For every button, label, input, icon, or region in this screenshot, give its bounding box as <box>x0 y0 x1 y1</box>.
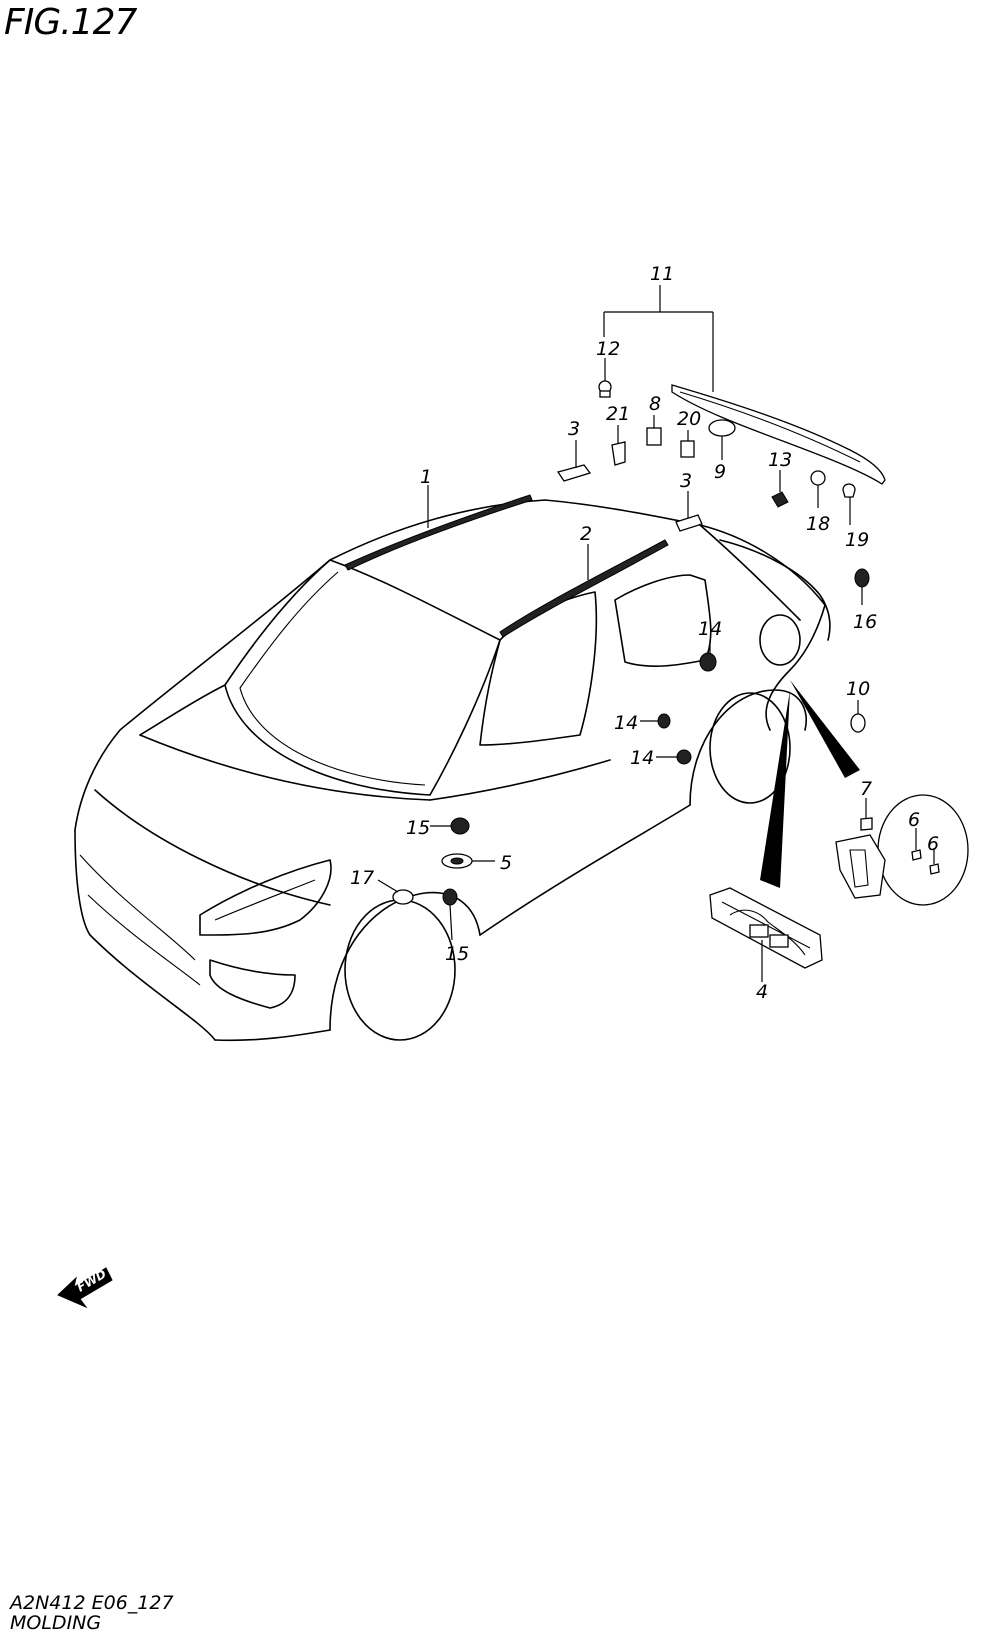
figure-title: FIG.127 <box>4 2 137 43</box>
callout-15-upper: 15 <box>406 817 430 839</box>
callout-13: 13 <box>768 449 792 471</box>
callout-7: 7 <box>860 778 872 800</box>
callout-1: 1 <box>420 466 432 488</box>
plug-14-middle <box>657 713 671 729</box>
plug-14-upper <box>699 652 717 672</box>
callout-16: 16 <box>853 611 877 633</box>
figure-name: MOLDING <box>10 1612 102 1634</box>
grommet-13 <box>771 491 789 508</box>
roof-molding-1 <box>344 494 533 571</box>
callout-9: 9 <box>714 461 726 483</box>
plug-18 <box>810 470 826 486</box>
plug-16 <box>854 568 870 588</box>
bracket-3-left <box>556 464 592 482</box>
callout-14-middle: 14 <box>614 712 638 734</box>
car-body-outline <box>74 499 831 1042</box>
plug-15-upper <box>450 817 470 835</box>
fwd-arrow: FWD <box>57 1267 113 1309</box>
callout-12: 12 <box>596 338 620 360</box>
rear-spoiler <box>671 384 886 485</box>
callout-10: 10 <box>846 678 870 700</box>
cap-9 <box>708 419 736 437</box>
callout-3-left: 3 <box>568 418 580 440</box>
roof-molding-2 <box>499 539 669 638</box>
pad-21 <box>611 441 626 466</box>
callout-14-lower: 14 <box>630 747 654 769</box>
callout-4: 4 <box>756 981 768 1003</box>
bracket-3-right <box>675 514 703 532</box>
pointer-fuel-lid <box>790 680 860 778</box>
callout-20: 20 <box>677 408 701 430</box>
callout-6-upper: 6 <box>908 809 920 831</box>
callout-3-right: 3 <box>680 470 692 492</box>
callout-15-lower: 15 <box>445 943 469 965</box>
plug-14-lower <box>676 749 692 765</box>
callout-21: 21 <box>606 403 630 425</box>
callout-6-lower: 6 <box>927 833 939 855</box>
leader-lines <box>377 285 935 982</box>
clip-19 <box>842 483 856 498</box>
callout-17: 17 <box>350 867 374 889</box>
grommet-17 <box>392 889 414 905</box>
trim-panel-4 <box>709 887 823 969</box>
plug-15-lower <box>442 888 458 906</box>
callout-11: 11 <box>650 263 674 285</box>
pad-20 <box>680 440 695 458</box>
callout-18: 18 <box>806 513 830 535</box>
clip-12 <box>598 380 612 398</box>
pad-8 <box>646 427 662 446</box>
callout-2: 2 <box>580 523 592 545</box>
grommet-5 <box>441 853 473 869</box>
callout-5: 5 <box>500 852 512 874</box>
figure-code: A2N412 E06_127 <box>10 1592 174 1614</box>
pointer-trim-panel <box>760 690 790 888</box>
callout-8: 8 <box>649 393 661 415</box>
callout-14-upper: 14 <box>698 618 722 640</box>
callout-19: 19 <box>845 529 869 551</box>
callout-labels: 11 12 21 8 20 9 3 3 13 18 19 16 10 7 6 6… <box>350 263 939 1003</box>
fuel-lid-assembly <box>835 794 969 906</box>
ring-10 <box>850 713 866 733</box>
